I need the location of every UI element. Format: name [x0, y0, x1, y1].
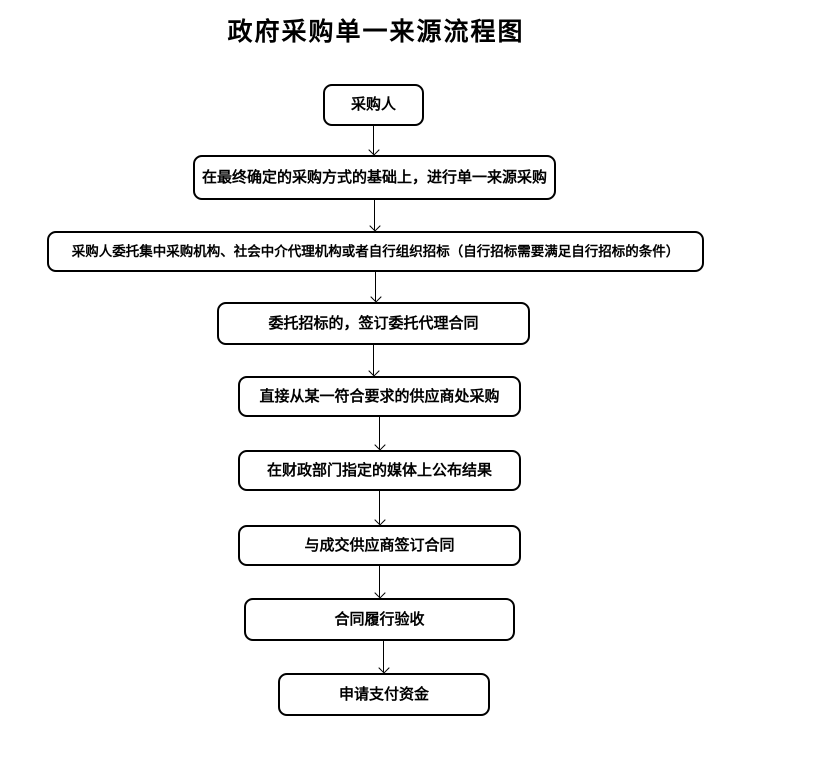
- flow-node-publish-result: 在财政部门指定的媒体上公布结果: [238, 450, 521, 491]
- arrow-shaft: [373, 126, 374, 154]
- flow-arrow-6: [374, 491, 386, 526]
- flow-node-entrust-or-self-tender: 采购人委托集中采购机构、社会中介代理机构或者自行组织招标（自行招标需要满足自行招…: [47, 231, 704, 272]
- flow-arrow-3: [370, 272, 382, 303]
- arrowhead-down-icon: [369, 220, 381, 232]
- arrow-shaft: [383, 641, 384, 672]
- flow-node-payment-request: 申请支付资金: [278, 673, 490, 716]
- arrow-shaft: [379, 491, 380, 524]
- flow-node-single-source-basis: 在最终确定的采购方式的基础上，进行单一来源采购: [193, 155, 556, 200]
- flow-arrow-5: [374, 417, 386, 451]
- flow-arrow-4: [368, 345, 380, 377]
- flow-node-purchaser: 采购人: [323, 84, 424, 126]
- flow-arrow-1: [368, 126, 380, 156]
- flow-arrow-7: [374, 566, 386, 599]
- arrowhead-down-icon: [374, 439, 386, 451]
- arrow-shaft: [379, 566, 380, 597]
- flow-arrow-2: [369, 200, 381, 232]
- flow-node-agency-contract: 委托招标的，签订委托代理合同: [217, 302, 530, 345]
- arrowhead-down-icon: [374, 587, 386, 599]
- arrow-shaft: [375, 272, 376, 301]
- arrow-shaft: [379, 417, 380, 449]
- arrowhead-down-icon: [368, 144, 380, 156]
- arrowhead-down-icon: [368, 365, 380, 377]
- page-title: 政府采购单一来源流程图: [227, 19, 525, 46]
- flow-node-contract-acceptance: 合同履行验收: [244, 598, 515, 641]
- flow-node-sign-contract: 与成交供应商签订合同: [238, 525, 521, 566]
- arrowhead-down-icon: [374, 514, 386, 526]
- arrowhead-down-icon: [378, 662, 390, 674]
- flow-node-direct-purchase: 直接从某一符合要求的供应商处采购: [238, 376, 521, 417]
- arrow-shaft: [373, 345, 374, 375]
- arrowhead-down-icon: [370, 291, 382, 303]
- flow-arrow-8: [378, 641, 390, 674]
- arrow-shaft: [374, 200, 375, 230]
